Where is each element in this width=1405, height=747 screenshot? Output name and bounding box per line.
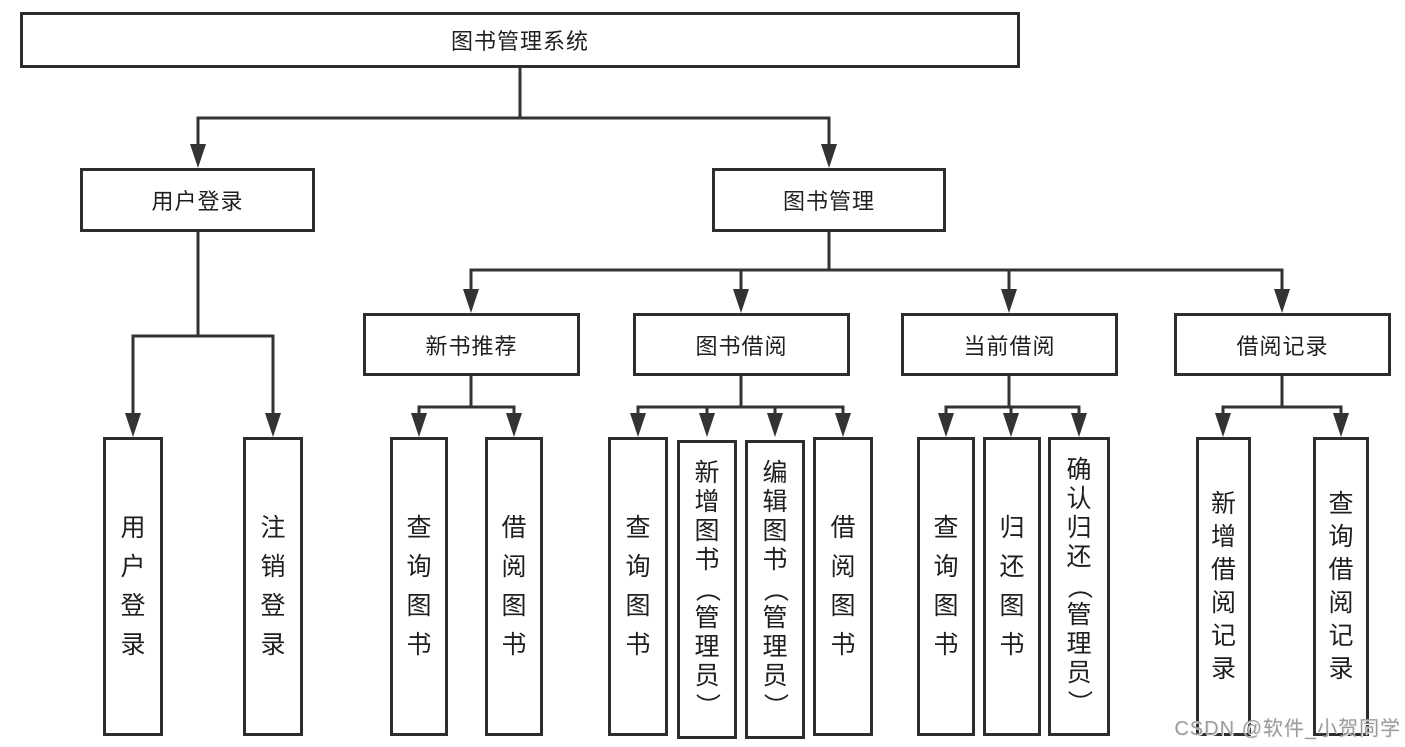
leaf-confirm-return-admin-label: 确认归还（管理员）	[1065, 456, 1094, 716]
node-book-management-label: 图书管理	[782, 189, 875, 214]
leaf-query-books-recommend: 查询图书	[390, 437, 448, 736]
leaf-add-books-admin-label: 新增图书（管理员）	[693, 459, 722, 719]
leaf-borrow-books-borrowing-label: 借阅图书	[830, 513, 856, 659]
leaf-return-books: 归还图书	[983, 437, 1041, 736]
node-current-borrowing-label: 当前借阅	[963, 333, 1056, 359]
leaf-borrow-books-recommend-label: 借阅图书	[501, 513, 527, 659]
leaf-query-books-borrowing: 查询图书	[608, 437, 668, 736]
node-new-book-recommend-label: 新书推荐	[425, 333, 518, 359]
leaf-borrow-books-recommend: 借阅图书	[485, 437, 543, 736]
node-book-borrowing: 图书借阅	[633, 313, 850, 376]
leaf-user-login: 用户登录	[103, 437, 163, 736]
leaf-logout-label: 注销登录	[260, 513, 286, 659]
leaf-confirm-return-admin: 确认归还（管理员）	[1048, 437, 1110, 736]
leaf-edit-books-admin: 编辑图书（管理员）	[745, 440, 805, 739]
node-borrowing-records: 借阅记录	[1174, 313, 1391, 376]
node-book-management: 图书管理	[712, 168, 946, 232]
leaf-borrow-books-borrowing: 借阅图书	[813, 437, 873, 736]
leaf-edit-books-admin-label: 编辑图书（管理员）	[761, 459, 790, 719]
node-new-book-recommend: 新书推荐	[363, 313, 580, 376]
leaf-query-books-current-label: 查询图书	[933, 513, 959, 659]
node-user-login-label: 用户登录	[151, 189, 244, 214]
node-book-borrowing-label: 图书借阅	[695, 333, 788, 359]
leaf-logout: 注销登录	[243, 437, 303, 736]
leaf-query-borrow-record-label: 查询借阅记录	[1328, 489, 1354, 683]
node-current-borrowing: 当前借阅	[901, 313, 1118, 376]
leaf-query-books-recommend-label: 查询图书	[406, 513, 432, 659]
leaf-return-books-label: 归还图书	[999, 513, 1025, 659]
leaf-query-books-current: 查询图书	[917, 437, 975, 736]
leaf-add-borrow-record: 新增借阅记录	[1196, 437, 1251, 736]
leaf-user-login-label: 用户登录	[120, 513, 146, 659]
leaf-add-borrow-record-label: 新增借阅记录	[1210, 489, 1236, 683]
csdn-watermark: CSDN @软件_小贺同学	[1174, 718, 1401, 740]
node-root: 图书管理系统	[20, 12, 1020, 68]
node-borrowing-records-label: 借阅记录	[1236, 333, 1329, 359]
leaf-add-books-admin: 新增图书（管理员）	[677, 440, 737, 739]
leaf-query-books-borrowing-label: 查询图书	[625, 513, 651, 659]
leaf-query-borrow-record: 查询借阅记录	[1313, 437, 1369, 736]
node-user-login: 用户登录	[80, 168, 315, 232]
node-root-label: 图书管理系统	[450, 29, 589, 54]
